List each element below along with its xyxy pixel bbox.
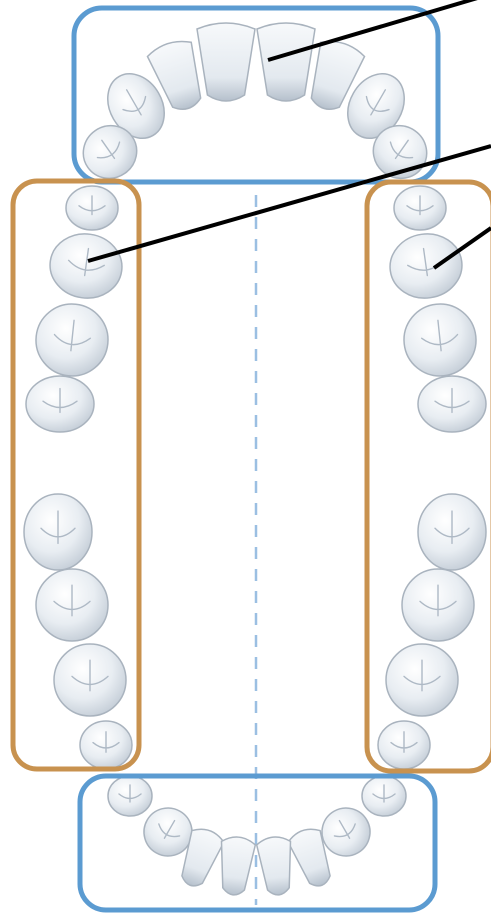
lower-premolar-left [108,776,152,816]
right-molar-1 [400,300,479,379]
left-premolar-1 [66,186,118,230]
upper-central-incisor-left [197,23,255,101]
right-lower-molar-1 [386,644,458,716]
lower-central-incisor-left [216,835,256,896]
upper-central-incisor-right [257,23,315,101]
left-lower-molar-1 [54,644,126,716]
left-molar-2 [26,376,94,432]
lower-premolar-right [362,776,406,816]
left-lower-molar-2 [36,569,108,641]
right-lower-molar-3 [418,494,486,570]
right-premolar-1 [394,186,446,230]
right-lower-molar-2 [402,569,474,641]
lower-central-incisor-right [256,835,296,896]
right-molar-2 [418,376,486,432]
left-lower-molar-3 [24,494,92,570]
left-lower-premolar-1 [80,721,132,769]
left-premolar-2 [46,229,126,302]
left-molar-1 [32,300,111,379]
right-premolar-2 [386,229,466,302]
right-lower-premolar-1 [378,721,430,769]
